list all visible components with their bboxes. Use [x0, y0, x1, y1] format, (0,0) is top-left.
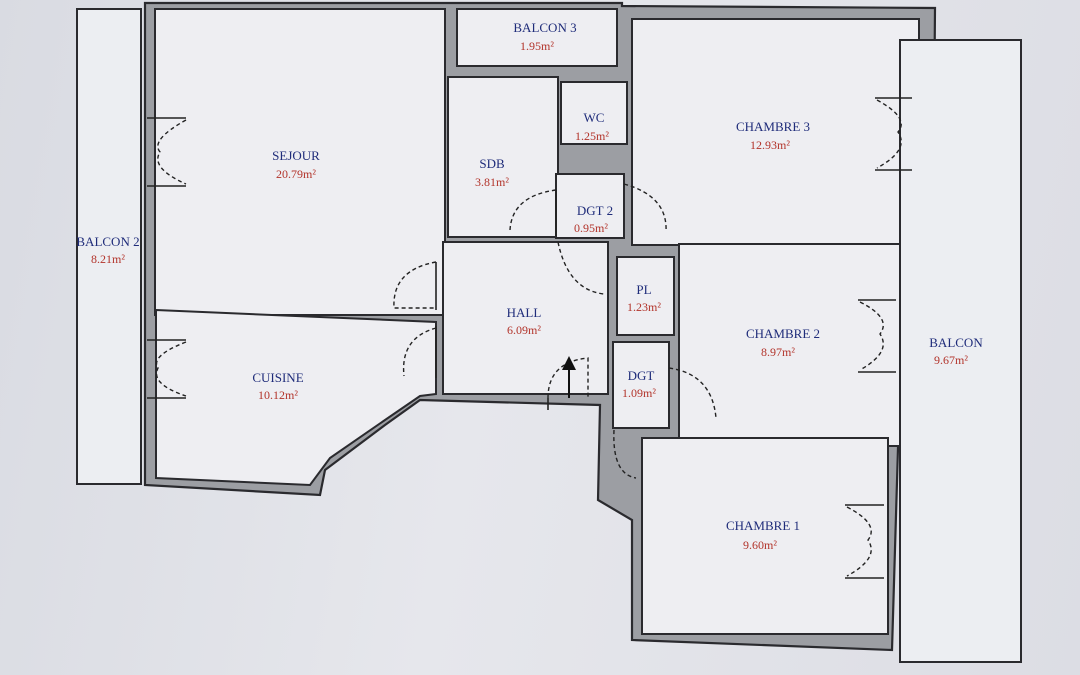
label-dgt: DGT	[628, 368, 655, 383]
area-chambre-1: 9.60m²	[743, 538, 777, 552]
room-sejour	[154, 8, 446, 316]
entrance-arrow-icon	[562, 356, 576, 398]
label-wc: WC	[584, 110, 605, 125]
label-dgt-2: DGT 2	[577, 203, 613, 218]
area-chambre-2: 8.97m²	[761, 345, 795, 359]
label-hall: HALL	[507, 305, 542, 320]
area-pl: 1.23m²	[627, 300, 661, 314]
room-sdb	[447, 76, 559, 238]
label-chambre-2: CHAMBRE 2	[746, 326, 820, 341]
room-labels: BALCON 3 1.95m² SEJOUR 20.79m² WC 1.25m²…	[76, 20, 983, 552]
room-balcon	[899, 39, 1022, 663]
room-balcon-2	[76, 8, 142, 485]
area-balcon-3: 1.95m²	[520, 39, 554, 53]
area-sdb: 3.81m²	[475, 175, 509, 189]
label-balcon-2: BALCON 2	[76, 234, 139, 249]
room-chambre-1	[641, 437, 889, 635]
area-wc: 1.25m²	[575, 129, 609, 143]
label-chambre-1: CHAMBRE 1	[726, 518, 800, 533]
label-balcon: BALCON	[929, 335, 983, 350]
label-chambre-3: CHAMBRE 3	[736, 119, 810, 134]
room-chambre-2	[678, 243, 901, 447]
label-pl: PL	[636, 282, 651, 297]
room-chambre-3	[631, 18, 920, 246]
rooms	[76, 8, 1022, 663]
door-swings	[147, 97, 912, 579]
room-hall	[442, 241, 609, 395]
label-cuisine: CUISINE	[252, 370, 303, 385]
room-balcon-3	[456, 8, 618, 67]
label-sejour: SEJOUR	[272, 148, 320, 163]
label-sdb: SDB	[479, 156, 505, 171]
area-sejour: 20.79m²	[276, 167, 316, 181]
area-chambre-3: 12.93m²	[750, 138, 790, 152]
room-pl	[616, 256, 675, 336]
room-wc	[560, 81, 628, 145]
area-cuisine: 10.12m²	[258, 388, 298, 402]
area-dgt-2: 0.95m²	[574, 221, 608, 235]
area-balcon-2: 8.21m²	[91, 252, 125, 266]
area-dgt: 1.09m²	[622, 386, 656, 400]
room-dgt	[612, 341, 670, 429]
label-balcon-3: BALCON 3	[513, 20, 576, 35]
area-hall: 6.09m²	[507, 323, 541, 337]
area-balcon: 9.67m²	[934, 353, 968, 367]
